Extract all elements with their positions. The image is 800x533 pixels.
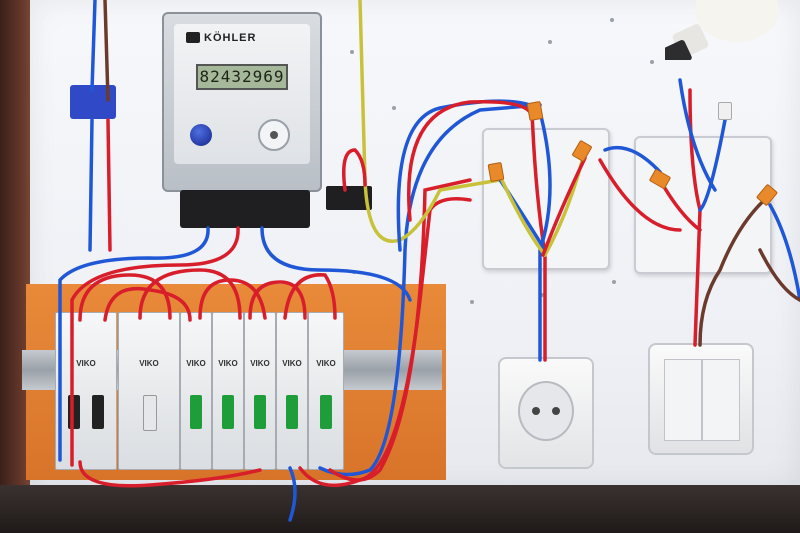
- outlet-socket: [518, 381, 574, 441]
- brand-logo-icon: [186, 32, 200, 43]
- screw: [612, 280, 616, 284]
- meter-terminal-block: [180, 190, 310, 228]
- breaker-lever: [320, 395, 332, 429]
- breaker-lever: [286, 395, 298, 429]
- breaker-lever: [254, 395, 266, 429]
- wago-connector: [526, 100, 544, 122]
- breaker-lever: [143, 395, 157, 431]
- mcb-brand: VIKO: [316, 359, 336, 368]
- reset-button-icon: [190, 124, 212, 146]
- mcb-breaker: VIKO: [212, 312, 244, 470]
- screw: [470, 300, 474, 304]
- meter-display: 82432969: [196, 64, 288, 90]
- double-rocker-switch-icon: [648, 343, 754, 455]
- breaker-lever: [190, 395, 202, 429]
- mcb-breaker: VIKO: [276, 312, 308, 470]
- energy-meter: KÖHLER 82432969: [162, 12, 322, 192]
- rcd-breaker: VIKO: [118, 312, 180, 470]
- mcb-brand: VIKO: [250, 359, 270, 368]
- breaker-lever: [222, 395, 234, 429]
- switch-key-right: [702, 359, 740, 441]
- mcb-brand: VIKO: [186, 359, 206, 368]
- light-bulb-icon: [665, 0, 779, 60]
- main-breaker: VIKO: [55, 312, 117, 470]
- screw: [610, 18, 614, 22]
- screw: [350, 50, 354, 54]
- switch-key-left: [664, 359, 702, 441]
- floor-background: [0, 485, 800, 533]
- mcb-breaker: VIKO: [308, 312, 344, 470]
- mcb-breaker: VIKO: [180, 312, 212, 470]
- wago-connector: [487, 161, 505, 183]
- main-breaker-brand: VIKO: [76, 359, 96, 368]
- screw: [548, 40, 552, 44]
- schuko-outlet-icon: [498, 357, 594, 469]
- optical-port-icon: [258, 119, 290, 151]
- screw: [540, 293, 544, 297]
- mcb-brand: VIKO: [218, 359, 238, 368]
- mcb-brand: VIKO: [282, 359, 302, 368]
- screw: [650, 60, 654, 64]
- wago-connector: [718, 102, 732, 120]
- meter-face: KÖHLER 82432969: [174, 24, 310, 164]
- breaker-lever: [92, 395, 104, 429]
- meter-brand: KÖHLER: [204, 32, 257, 44]
- mcb-breaker: VIKO: [244, 312, 276, 470]
- screw: [392, 106, 396, 110]
- rcd-brand: VIKO: [139, 359, 159, 368]
